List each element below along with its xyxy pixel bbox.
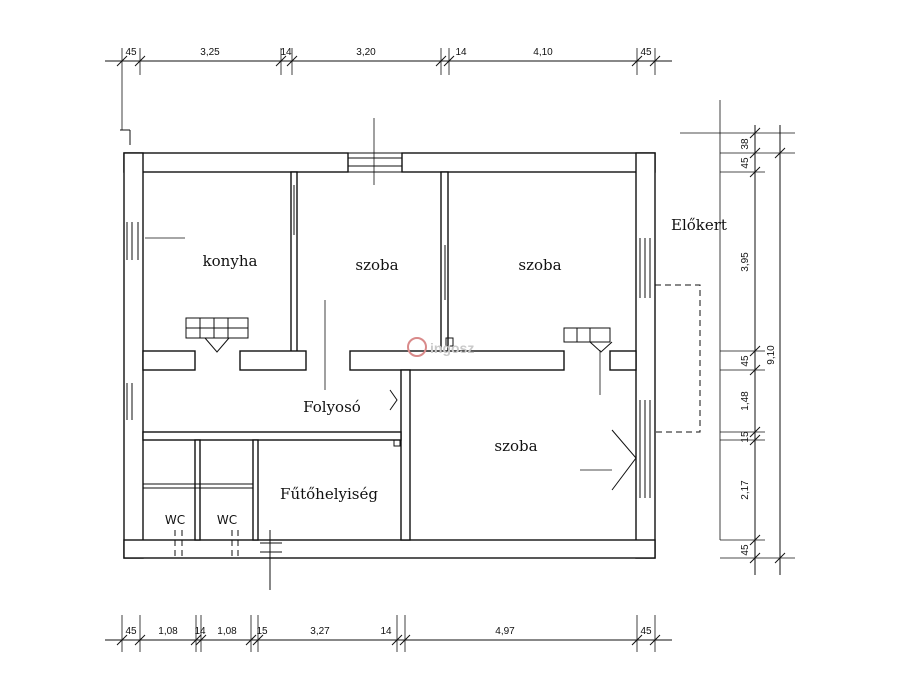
label-szoba-2: szoba	[518, 256, 561, 274]
fixtures	[145, 118, 701, 560]
label-folyoso: Folyosó	[303, 398, 361, 416]
dim-bottom-4: 1,08	[217, 626, 237, 637]
dim-right-8: 45	[740, 544, 751, 556]
dim-right-1: 38	[740, 138, 751, 150]
right-dimension-chain: 38 45 3,95 45 1,48 15 2,17 45 9,10	[680, 100, 795, 575]
dim-top-6: 4,10	[533, 47, 553, 58]
dim-right-6: 15	[740, 431, 751, 443]
dim-top-2: 3,25	[200, 47, 220, 58]
dim-top-5: 14	[455, 47, 467, 58]
outer-walls	[120, 129, 656, 590]
dim-right-7: 2,17	[740, 480, 751, 500]
dim-bottom-9: 45	[640, 626, 652, 637]
watermark-text: ingosz	[430, 340, 474, 356]
dim-right-total: 9,10	[766, 345, 777, 365]
dim-bottom-1: 45	[125, 626, 137, 637]
watermark: ingosz	[407, 337, 474, 357]
dim-top-1: 45	[125, 47, 137, 58]
dim-bottom-5: 15	[256, 626, 268, 637]
label-szoba-3: szoba	[494, 437, 537, 455]
dim-bottom-8: 4,97	[495, 626, 515, 637]
label-konyha: konyha	[203, 252, 258, 270]
dim-right-4: 45	[740, 355, 751, 367]
dim-top-7: 45	[640, 47, 652, 58]
dim-bottom-3: 14	[194, 626, 206, 637]
dim-bottom-7: 14	[380, 626, 392, 637]
dim-top-4: 3,20	[356, 47, 376, 58]
label-szoba-1: szoba	[355, 256, 398, 274]
label-elokert: Előkert	[671, 216, 727, 234]
dim-bottom-2: 1,08	[158, 626, 178, 637]
label-wc-2: WC	[217, 513, 237, 527]
dim-right-2: 45	[740, 157, 751, 169]
dim-right-5: 1,48	[740, 391, 751, 411]
dim-top-3: 14	[280, 47, 292, 58]
dim-right-3: 3,95	[740, 252, 751, 272]
dim-bottom-6: 3,27	[310, 626, 330, 637]
top-dimension-chain: 45 3,25 14 3,20 14 4,10 45	[105, 47, 672, 130]
bottom-dimension-chain: 45 1,08 14 1,08 15 3,27 14 4,97 45	[105, 615, 672, 652]
interior-walls	[142, 171, 637, 541]
label-futohelyiseg: Fűtőhelyiség	[280, 485, 378, 503]
label-wc-1: WC	[165, 513, 185, 527]
